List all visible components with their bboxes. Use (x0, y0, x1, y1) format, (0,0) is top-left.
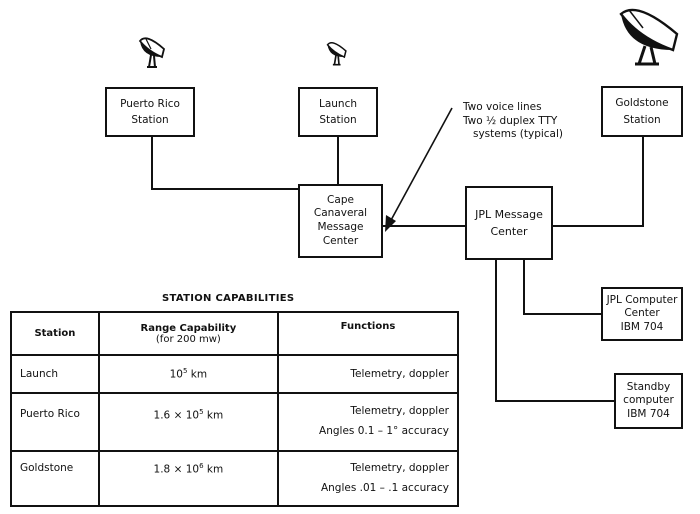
table-row: Goldstone 1.8 × 106 km Telemetry, dopple… (10, 450, 460, 507)
box-label: Canaveral (313, 207, 368, 220)
range-header-sub: (for 200 mw) (155, 333, 221, 345)
table-row: Launch 105 km Telemetry, doppler (10, 354, 460, 394)
range-cell: 1.8 × 106 km (97, 450, 279, 507)
connector-line (495, 258, 497, 402)
connector-line (523, 258, 525, 315)
station-header: Station (10, 311, 100, 356)
connector-line (151, 188, 299, 190)
box-label: Station (131, 114, 169, 126)
functions-cell: Telemetry, doppler Angles .01 – .1 accur… (276, 450, 460, 507)
annotation-line: Two voice lines (463, 101, 542, 113)
box-label: IBM 704 (620, 320, 664, 333)
range-cell: 105 km (97, 354, 279, 394)
box-label: Standby (626, 380, 671, 393)
box-label: Station (623, 113, 661, 126)
jpl-message-center-box: JPL Message Center (465, 186, 553, 260)
box-label: JPL Computer (606, 293, 678, 306)
connector-line (151, 135, 153, 190)
antenna-dish-icon (619, 8, 679, 66)
box-label: Center (322, 234, 359, 247)
antenna-dish-icon (138, 37, 166, 68)
station-cell: Launch (10, 354, 100, 394)
antenna-dish-icon (326, 42, 347, 66)
range-header: Range Capability (for 200 mw) (97, 311, 279, 356)
puerto-rico-station-box: Puerto Rico Station (105, 87, 195, 137)
table-caption: STATION CAPABILITIES (162, 293, 295, 304)
box-label: Center (624, 307, 660, 320)
cape-canaveral-message-center-box: Cape Canaveral Message Center (298, 184, 383, 258)
annotation-line: systems (typical) (473, 128, 563, 141)
box-label: JPL Message (475, 207, 543, 221)
box-label: computer (623, 394, 674, 407)
station-cell: Puerto Rico (10, 392, 100, 452)
standby-computer-box: Standby computer IBM 704 (614, 373, 683, 429)
goldstone-station-box: Goldstone Station (601, 86, 683, 137)
connector-line (337, 135, 339, 185)
functions-header: Functions (276, 311, 460, 356)
box-label: Station (319, 114, 357, 126)
functions-cell: Telemetry, doppler Angles 0.1 – 1° accur… (276, 392, 460, 452)
station-cell: Goldstone (10, 450, 100, 507)
box-label: IBM 704 (627, 407, 670, 420)
table-header-row: Station Range Capability (for 200 mw) Fu… (10, 311, 460, 356)
box-label: Goldstone (615, 97, 669, 110)
range-header-label: Range Capability (140, 322, 237, 334)
connector-line (642, 135, 644, 227)
table-row: Puerto Rico 1.6 × 105 km Telemetry, dopp… (10, 392, 460, 452)
connector-line (523, 313, 603, 315)
box-label: Launch (318, 97, 358, 110)
jpl-computer-center-box: JPL Computer Center IBM 704 (601, 287, 683, 341)
connector-line (495, 400, 615, 402)
connector-line (382, 225, 467, 227)
box-label: Message (317, 221, 364, 233)
annotation-line: Two ½ duplex TTY (463, 114, 558, 127)
box-label: Puerto Rico (120, 97, 180, 110)
launch-station-box: Launch Station (298, 87, 378, 137)
range-cell: 1.6 × 105 km (97, 392, 279, 452)
box-label: Center (490, 225, 528, 238)
station-capabilities-table: Station Range Capability (for 200 mw) Fu… (10, 311, 460, 507)
link-annotation: Two voice lines Two ½ duplex TTY systems… (463, 101, 563, 142)
box-label: Cape (327, 193, 354, 206)
functions-cell: Telemetry, doppler (276, 354, 460, 394)
connector-line (552, 225, 644, 227)
